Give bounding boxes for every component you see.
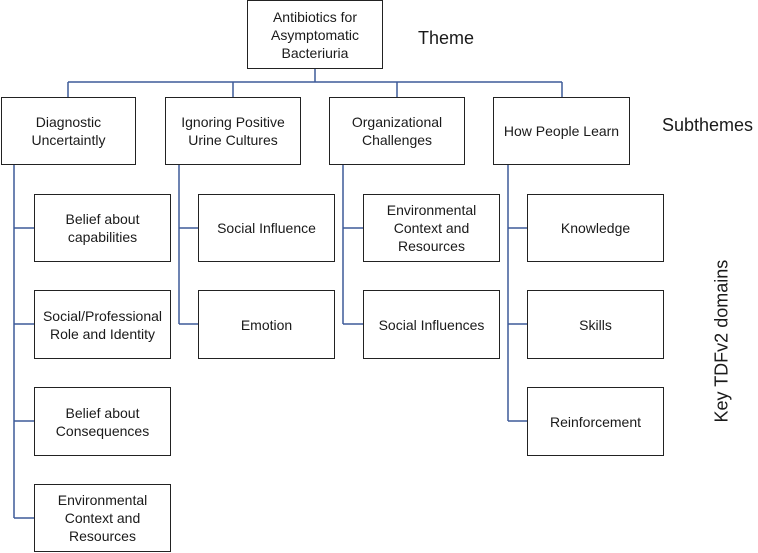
theme-label: Theme	[418, 28, 475, 48]
subthemes-label: Subthemes	[662, 115, 754, 135]
domain-environmental-context-resources-1: Environmental Context and Resources	[34, 484, 171, 552]
domain-reinforcement: Reinforcement	[527, 387, 664, 456]
domain-social-professional-role-identity: Social/Professional Role and Identity	[34, 290, 171, 359]
subtheme-diagnostic-uncertainty: Diagnostic Uncertaintly	[1, 97, 136, 165]
domain-belief-about-consequences: Belief about Consequences	[34, 387, 171, 456]
subtheme-ignoring-positive-urine-cultures: Ignoring Positive Urine Cultures	[165, 97, 301, 165]
subtheme-how-people-learn: How People Learn	[493, 97, 630, 165]
theme-box: Antibiotics for Asymptomatic Bacteriuria	[247, 0, 383, 69]
domain-knowledge: Knowledge	[527, 194, 664, 262]
domain-emotion: Emotion	[198, 290, 335, 359]
domain-belief-about-capabilities: Belief about capabilities	[34, 194, 171, 262]
subtheme-organizational-challenges: Organizational Challenges	[329, 97, 465, 165]
domain-environmental-context-resources-2: Environmental Context and Resources	[363, 194, 500, 262]
domains-label: Key TDFv2 domains	[711, 259, 732, 423]
domain-social-influences: Social Influences	[363, 290, 500, 359]
domain-skills: Skills	[527, 290, 664, 359]
domain-social-influence: Social Influence	[198, 194, 335, 262]
